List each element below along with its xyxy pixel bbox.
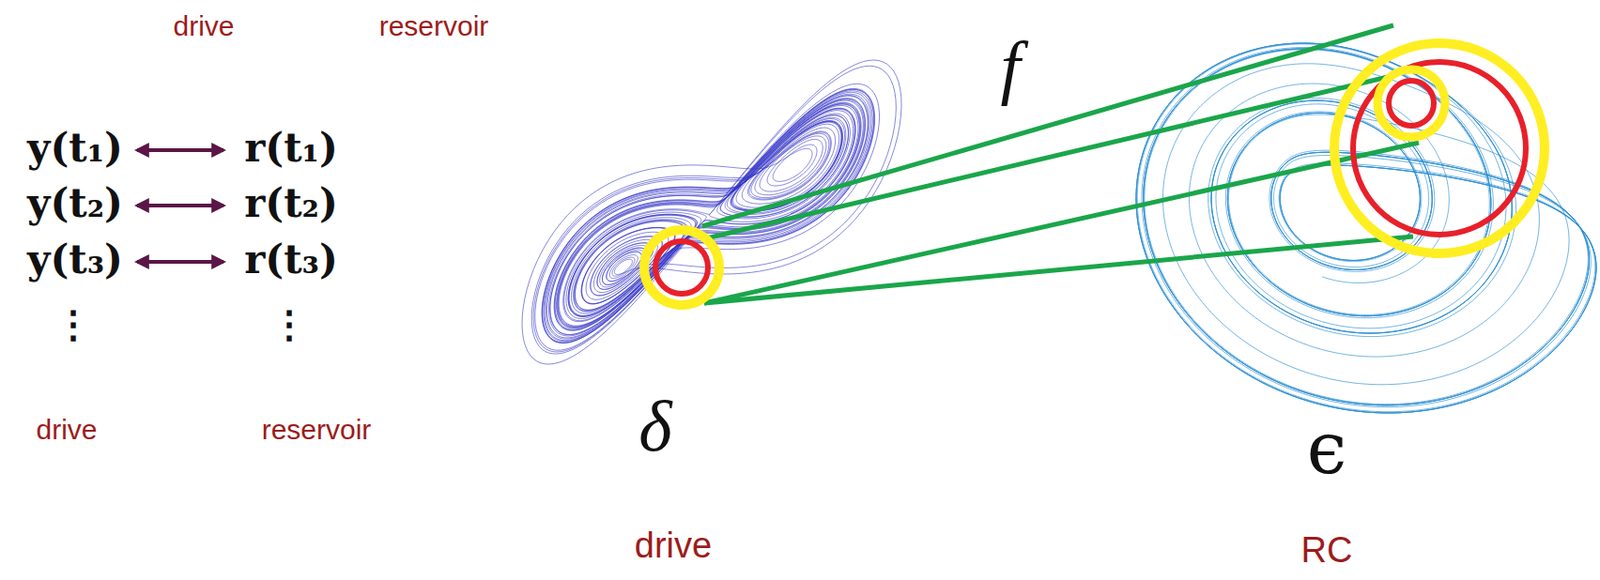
double-arrow	[137, 260, 224, 264]
correspondence-arrows	[137, 150, 224, 262]
mapping-line	[702, 25, 1394, 227]
drive-state: y(t₃)	[27, 238, 124, 282]
mapping-line	[702, 76, 1388, 240]
epsilon-ball	[1334, 43, 1545, 254]
image-ball	[1388, 80, 1434, 126]
column-footer: reservoir	[261, 414, 372, 446]
rc-attractor	[1136, 43, 1597, 414]
ellipsis: ⋮	[270, 303, 308, 345]
reservoir-state: r(t₂)	[244, 182, 339, 226]
trajectory	[1136, 43, 1597, 414]
delta-symbol: δ	[638, 387, 672, 467]
double-arrow	[137, 203, 224, 208]
trajectory	[522, 60, 902, 365]
drive-state: y(t₂)	[27, 182, 124, 226]
mapping-line	[704, 142, 1419, 304]
delta-ball	[644, 230, 720, 306]
reservoir-state: r(t₁)	[244, 126, 339, 170]
drive-state: y(t₁)	[27, 126, 124, 170]
column-heading: reservoir	[379, 10, 490, 42]
map-symbol: f	[1000, 28, 1020, 108]
image-ball	[1377, 69, 1446, 138]
drive-attractor	[522, 60, 902, 365]
epsilon-symbol: ϵ	[1307, 409, 1348, 489]
reservoir-state: r(t₃)	[244, 238, 339, 282]
column-heading: drive	[172, 10, 234, 42]
ellipsis: ⋮	[54, 303, 93, 345]
attractor-caption: drive	[634, 526, 712, 567]
attractor-caption: RC	[1301, 531, 1354, 571]
mapping-line	[704, 236, 1414, 304]
column-footer: drive	[35, 414, 97, 446]
delta-ball	[655, 241, 708, 294]
epsilon-ball	[1353, 61, 1526, 235]
neighborhood-mapping	[644, 25, 1545, 306]
double-arrow	[137, 148, 224, 153]
